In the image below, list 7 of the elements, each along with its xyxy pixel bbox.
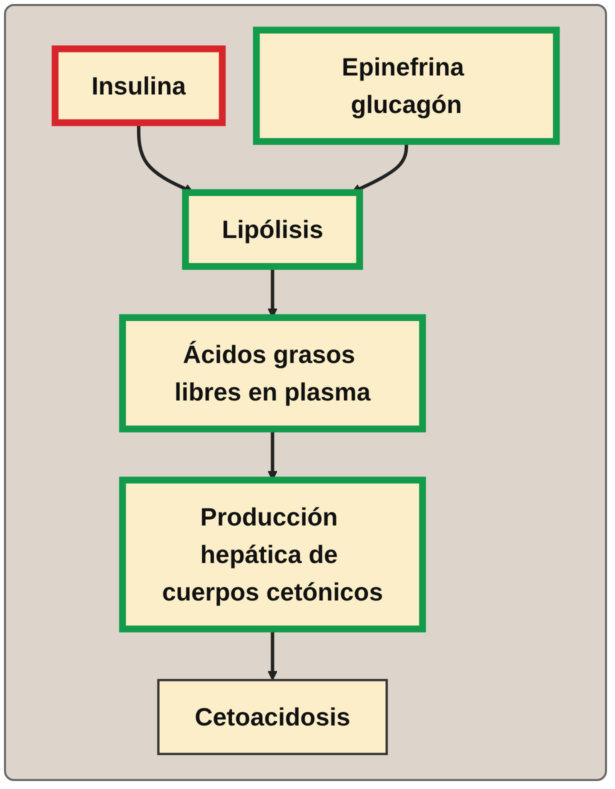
node-box bbox=[118, 477, 426, 633]
node-box bbox=[156, 679, 388, 756]
node-box bbox=[252, 27, 560, 146]
node-box bbox=[118, 314, 426, 433]
node-box bbox=[182, 190, 363, 270]
node-box bbox=[51, 46, 226, 127]
flowchart-drawing: Insulina Epinefrina glucagón Lipólisis Ácidos grasos libres en plasma Producción hepática de cuerpos cetónicos Cetoacidosis bbox=[46, 21, 566, 764]
